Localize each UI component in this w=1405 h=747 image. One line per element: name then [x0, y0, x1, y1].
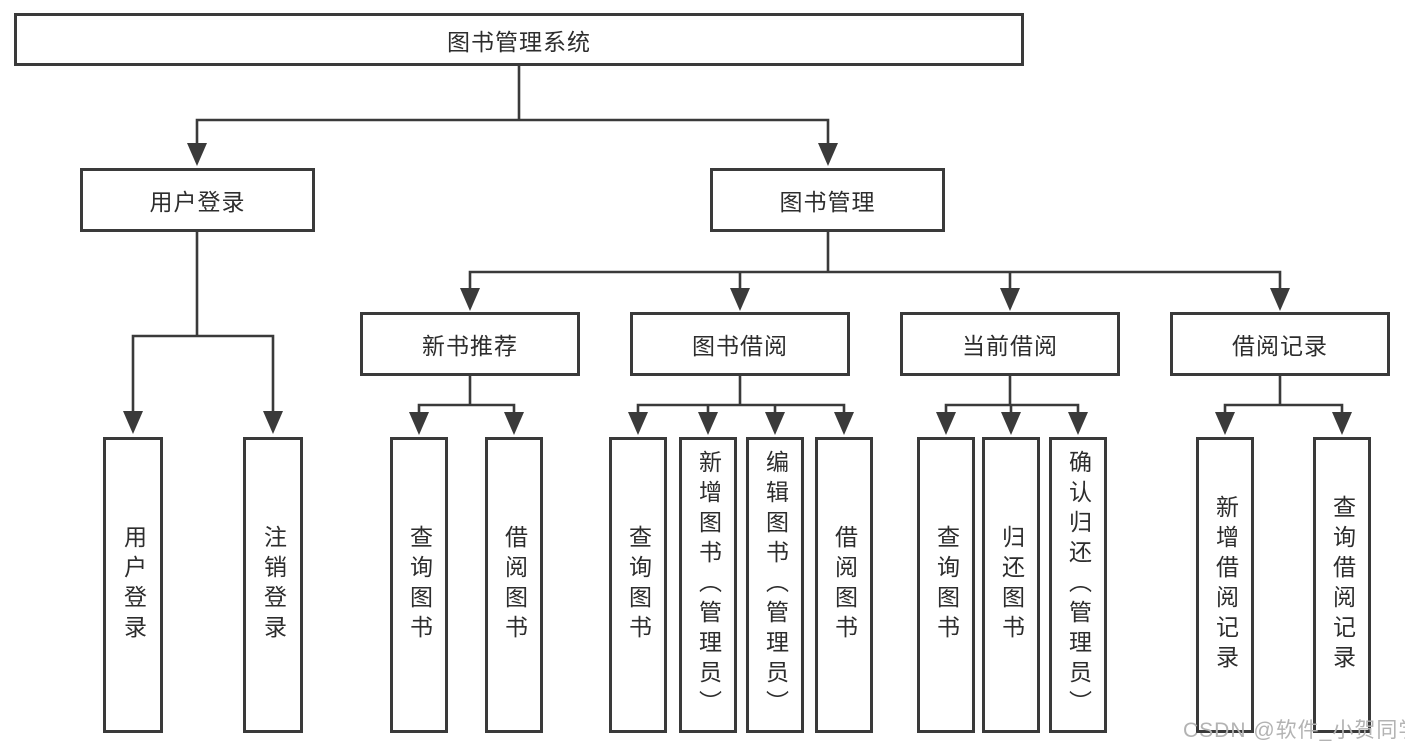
leaf-br-add-record: 新增借阅记录 — [1196, 437, 1254, 733]
leaf-br-query-record: 查询借阅记录 — [1313, 437, 1371, 733]
node-root: 图书管理系统 — [14, 13, 1024, 66]
leaf-user-login: 用户登录 — [103, 437, 163, 733]
leaf-cb-query-book: 查询图书 — [917, 437, 975, 733]
node-current-borrow: 当前借阅 — [900, 312, 1120, 376]
leaf-bb-query-book: 查询图书 — [609, 437, 667, 733]
node-user-login: 用户登录 — [80, 168, 315, 232]
leaf-bb-borrow-book: 借阅图书 — [815, 437, 873, 733]
leaf-cb-return-book: 归还图书 — [982, 437, 1040, 733]
leaf-rec-borrow-book: 借阅图书 — [485, 437, 543, 733]
leaf-cb-confirm-return: 确认归还（管理员） — [1049, 437, 1107, 733]
node-borrow-record: 借阅记录 — [1170, 312, 1390, 376]
csdn-watermark: CSDN @软件_小贺同学 — [1183, 719, 1405, 742]
node-book-management: 图书管理 — [710, 168, 945, 232]
leaf-bb-edit-book: 编辑图书（管理员） — [746, 437, 804, 733]
leaf-logout: 注销登录 — [243, 437, 303, 733]
node-new-book-recommend: 新书推荐 — [360, 312, 580, 376]
leaf-rec-query-book: 查询图书 — [390, 437, 448, 733]
node-book-borrow: 图书借阅 — [630, 312, 850, 376]
leaf-bb-add-book: 新增图书（管理员） — [679, 437, 737, 733]
